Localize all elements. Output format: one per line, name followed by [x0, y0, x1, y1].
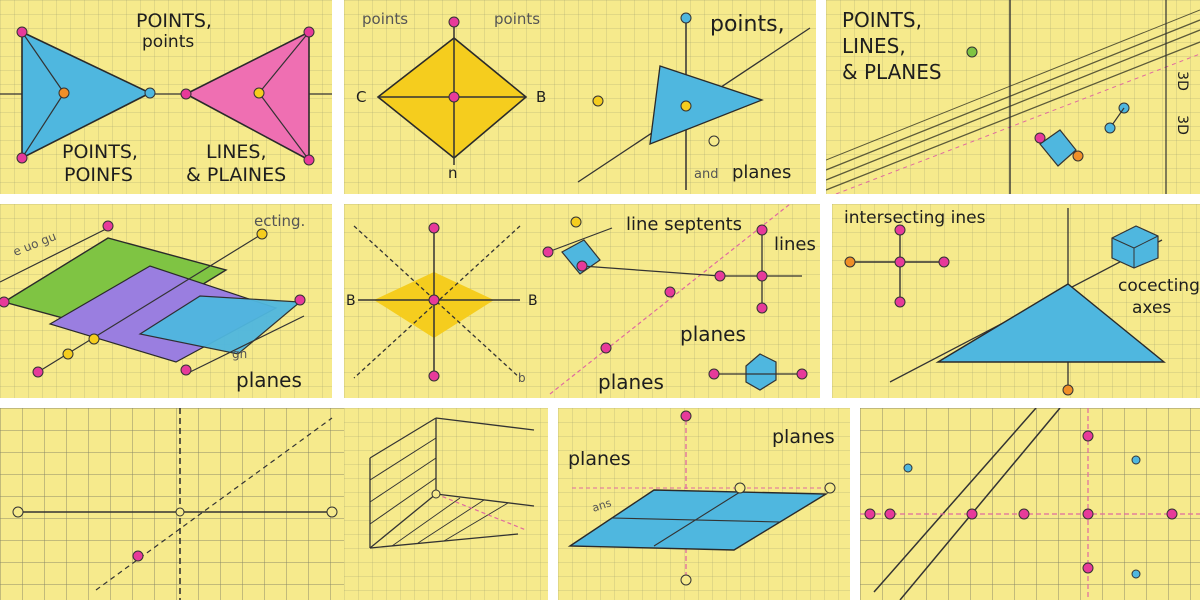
side-small-label: gn: [232, 347, 248, 361]
planes-label-left: planes: [568, 448, 631, 470]
planes-label-bottom: planes: [598, 370, 664, 394]
panel-title: intersecting ines: [844, 208, 986, 228]
axis-label-3d-top: 3D: [1173, 71, 1190, 91]
left-label: B: [346, 293, 356, 309]
lines-label: LINES,: [206, 141, 267, 163]
panel-line-segments: line septents lines planes planes: [540, 204, 820, 398]
plane-axes-illustration: [567, 410, 836, 586]
plaines-label: & PLAINES: [186, 164, 287, 186]
panel-title-3: & PLANES: [842, 60, 942, 84]
panel-plane-line: points, and planes: [564, 0, 816, 194]
line-segments-illustration: [542, 204, 808, 395]
points-label-left: points: [362, 10, 409, 28]
points-label-right: points: [494, 10, 541, 28]
right-label: B: [528, 293, 538, 309]
colored-planes-illustration: [0, 220, 306, 378]
intersecting-lines-illustration: [844, 208, 1166, 396]
coordinate-grid-illustration: [12, 408, 338, 600]
triangles-illustration: [0, 26, 332, 166]
panel-star-lines: B B b: [344, 204, 540, 398]
vertex-bottom-label: n: [448, 164, 458, 182]
panel-title: points,: [710, 12, 785, 37]
vertex-left-label: C: [356, 88, 367, 106]
panel-points-triangles: POINTS, points POINTS, POINFS LINES, & P…: [0, 0, 332, 194]
panel-title: POINTS,: [136, 10, 212, 32]
planes-label-mid: planes: [680, 322, 746, 346]
panel-diagonal-lines: [860, 408, 1200, 600]
plane-line-illustration: [577, 12, 811, 190]
star-lines-illustration: [353, 222, 521, 382]
planes-label-right: planes: [772, 426, 835, 448]
parallel-lines-illustration: [826, 0, 1200, 194]
panel-title-2: LINES,: [842, 34, 906, 58]
panel-3d-axes: [344, 408, 548, 600]
panel-plane-axes: planes planes ans: [558, 408, 850, 600]
panel-diamond: points points C B n: [344, 0, 564, 194]
panel-planes-colored: ecting. e uo gu planes gn: [0, 204, 332, 398]
corner-label: ecting.: [254, 212, 306, 230]
planes-label: planes: [236, 368, 302, 392]
diagonal-lines-illustration: [860, 408, 1200, 600]
3d-axes-illustration: [369, 417, 535, 549]
panel-subtitle: points: [142, 32, 195, 52]
points-label: POINTS,: [62, 141, 138, 163]
panel-title: POINTS,: [842, 8, 922, 32]
axes-label: axes: [1132, 298, 1172, 318]
planes-label: planes: [732, 162, 792, 183]
diamond-illustration: [376, 16, 528, 165]
panel-title: line septents: [626, 214, 743, 235]
and-label: and: [694, 167, 719, 182]
lines-label: lines: [774, 234, 816, 255]
axis-label-3d-bottom: 3D: [1173, 115, 1190, 135]
bottom-right-label: b: [518, 371, 526, 385]
vertex-right-label: B: [536, 88, 547, 106]
panel-points-lines-planes: POINTS, LINES, & PLANES 3D 3D: [826, 0, 1200, 194]
points-label-2: POINFS: [64, 164, 133, 186]
side-label: cocecting: [1118, 276, 1200, 296]
panel-coordinate-grid: [0, 408, 344, 600]
panel-intersecting-lines: intersecting ines cocecting axes: [832, 204, 1200, 398]
